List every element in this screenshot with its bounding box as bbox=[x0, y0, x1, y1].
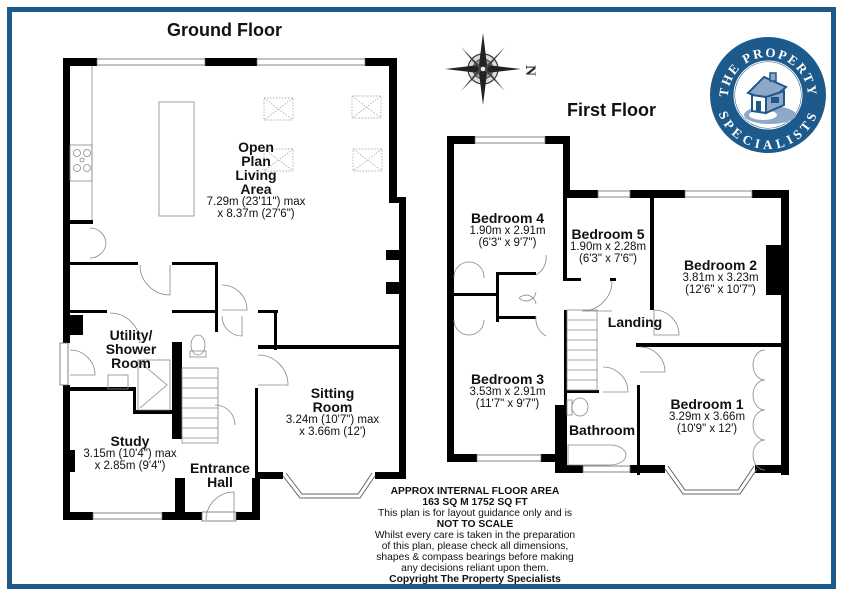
room-name: Bedroom 3 bbox=[470, 371, 545, 387]
room-dimensions: (12'6" x 10'7") bbox=[685, 284, 756, 297]
room-dimensions: 3.15m (10'4") max bbox=[83, 448, 177, 460]
room-name: Room bbox=[111, 355, 151, 371]
room-dimensions: 7.29m (23'11") max bbox=[206, 196, 306, 208]
room-bedroom-5: Bedroom 5 1.90m x 2.28m (6'3" x 7'6") bbox=[567, 227, 649, 265]
room-dimensions: (11'7" x 9'7") bbox=[475, 398, 540, 411]
house-logo-icon: THE PROPERTY SPECIALISTS bbox=[710, 37, 826, 153]
room-name: Bedroom 4 bbox=[470, 210, 545, 226]
room-bedroom-4: Bedroom 4 1.90m x 2.91m (6'3" x 9'7") bbox=[455, 211, 560, 249]
room-bedroom-2: Bedroom 2 3.81m x 3.23m (12'6" x 10'7") bbox=[668, 258, 773, 296]
page-frame bbox=[7, 7, 836, 589]
room-name: Shower bbox=[105, 341, 157, 357]
compass-rose-icon bbox=[445, 33, 521, 105]
room-dimensions: (6'3" x 7'6") bbox=[579, 253, 637, 266]
room-study: Study 3.15m (10'4") max x 2.85m (9'4") bbox=[72, 434, 188, 472]
room-utility-shower-room: Utility/ Shower Room bbox=[93, 328, 169, 370]
room-name: Entrance bbox=[190, 460, 250, 476]
copyright-text: Copyright The Property Specialists bbox=[389, 574, 561, 585]
room-name: Landing bbox=[607, 314, 663, 330]
compass-north-label: N bbox=[521, 65, 538, 76]
room-name: Bedroom 5 bbox=[571, 226, 645, 242]
room-entrance-hall: Entrance Hall bbox=[184, 461, 256, 489]
room-name: Living bbox=[235, 167, 277, 183]
room-name: Plan bbox=[241, 153, 271, 169]
room-bedroom-3: Bedroom 3 3.53m x 2.91m (11'7" x 9'7") bbox=[455, 372, 560, 410]
room-name: Bedroom 1 bbox=[670, 396, 744, 412]
room-name: Room bbox=[312, 399, 353, 415]
room-open-plan-living-area: Open Plan Living Area 7.29m (23'11") max… bbox=[201, 140, 311, 220]
area-value: 163 SQ M 1752 SQ FT bbox=[422, 497, 528, 508]
room-bedroom-1: Bedroom 1 3.29m x 3.66m (10'9" x 12') bbox=[652, 397, 762, 435]
room-name: Sitting bbox=[310, 385, 355, 401]
room-name: Bathroom bbox=[568, 422, 636, 438]
room-dimensions: 1.90m x 2.91m bbox=[469, 225, 546, 237]
room-name: Bedroom 2 bbox=[683, 257, 758, 273]
room-dimensions: (10'9" x 12') bbox=[676, 423, 738, 436]
guidance-text: This plan is for layout guidance only an… bbox=[377, 508, 573, 519]
room-dimensions: 3.29m x 3.66m bbox=[668, 411, 746, 423]
room-bathroom: Bathroom bbox=[566, 423, 638, 437]
room-sitting-room: Sitting Room 3.24m (10'7") max x 3.66m (… bbox=[270, 386, 395, 438]
room-name: Utility/ bbox=[109, 327, 153, 343]
room-dimensions: (6'3" x 9'7") bbox=[478, 237, 537, 250]
room-dimensions: 3.24m (10'7") max bbox=[285, 414, 380, 426]
disclaimer-line: any decisions reliant upon them. bbox=[401, 563, 549, 574]
room-name: Hall bbox=[207, 474, 233, 490]
room-name: Area bbox=[240, 181, 272, 197]
room-dimensions: x 8.37m (27'6") bbox=[217, 208, 295, 221]
floor-area-notes: APPROX INTERNAL FLOOR AREA 163 SQ M 1752… bbox=[370, 486, 580, 585]
room-dimensions: x 2.85m (9'4") bbox=[94, 460, 166, 473]
not-to-scale-text: NOT TO SCALE bbox=[436, 519, 514, 530]
disclaimer-line: shapes & compass bearings before making bbox=[376, 552, 574, 563]
first-floor-title: First Floor bbox=[567, 100, 656, 120]
area-heading: APPROX INTERNAL FLOOR AREA bbox=[390, 486, 560, 497]
disclaimer-line: of this plan, please check all dimension… bbox=[381, 541, 569, 552]
ground-floor-title: Ground Floor bbox=[167, 20, 282, 40]
room-dimensions: 1.90m x 2.28m bbox=[569, 241, 647, 253]
room-dimensions: 3.81m x 3.23m bbox=[682, 272, 759, 284]
room-name: Open bbox=[238, 139, 274, 155]
room-dimensions: 3.53m x 2.91m bbox=[469, 386, 546, 398]
room-name: Study bbox=[110, 433, 150, 449]
room-dimensions: x 3.66m (12') bbox=[299, 426, 366, 439]
disclaimer-line: Whilst every care is taken in the prepar… bbox=[374, 530, 576, 541]
room-landing: Landing bbox=[600, 315, 670, 329]
